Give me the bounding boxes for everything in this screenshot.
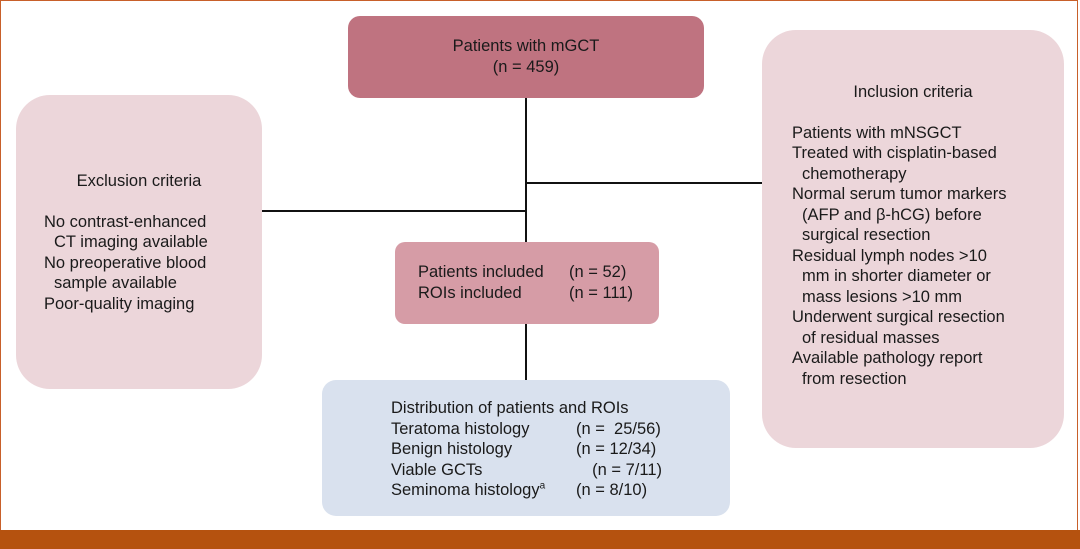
distribution-count: (n = 7/11) xyxy=(592,460,662,479)
inclusion-item-line: Residual lymph nodes >10 xyxy=(792,246,987,265)
footnote-marker: a xyxy=(539,480,546,492)
included-count: (n = 111) xyxy=(569,283,634,302)
distribution-count: (n = 8/10) xyxy=(576,481,648,499)
inclusion-item-line: mm in shorter diameter or xyxy=(802,267,991,285)
connector-middle-to-distribution xyxy=(525,324,527,380)
exclusion-item: No preoperative blood sample available xyxy=(44,253,262,294)
distribution-label: Seminoma histology xyxy=(391,481,540,499)
patients-total-box: Patients with mGCT (n = 459) xyxy=(348,16,704,98)
included-row: Patients included (n = 52) xyxy=(418,262,659,283)
included-label: ROIs included xyxy=(418,283,522,302)
inclusion-item-line: (AFP and β-hCG) before xyxy=(802,205,982,224)
inclusion-item-line: Underwent surgical resection xyxy=(792,308,1005,326)
connector-top-to-middle xyxy=(525,98,527,242)
exclusion-item-line: Poor-quality imaging xyxy=(44,294,195,313)
included-count: (n = 52) xyxy=(569,263,627,281)
distribution-row: Seminoma histologya (n = 8/10) xyxy=(391,480,730,501)
inclusion-item: Treated with cisplatin-based chemotherap… xyxy=(792,143,1064,184)
inclusion-item-line: surgical resection xyxy=(802,226,931,244)
exclusion-heading: Exclusion criteria xyxy=(76,172,202,190)
inclusion-item: Patients with mNSGCT xyxy=(792,123,1064,144)
inclusion-item-line: from resection xyxy=(802,369,907,388)
distribution-label: Benign histology xyxy=(391,440,513,458)
distribution-box: Distribution of patients and ROIs Terato… xyxy=(322,380,730,516)
inclusion-item-line: mass lesions >10 mm xyxy=(802,287,963,306)
inclusion-item-line: chemotherapy xyxy=(802,164,907,183)
inclusion-item-line: Treated with cisplatin-based xyxy=(792,144,997,162)
distribution-row: Teratoma histology (n = 25/56) xyxy=(391,419,730,440)
exclusion-item-line: sample available xyxy=(54,274,177,292)
included-row: ROIs included (n = 111) xyxy=(418,283,659,304)
inclusion-item: Normal serum tumor markers (AFP and β-hC… xyxy=(792,184,1064,246)
inclusion-item-line: of residual masses xyxy=(802,328,940,347)
exclusion-criteria-box: Exclusion criteria No contrast-enhanced … xyxy=(16,95,262,389)
patients-total-title: Patients with mGCT xyxy=(452,37,600,55)
inclusion-item: Underwent surgical resection of residual… xyxy=(792,307,1064,348)
distribution-label: Teratoma histology xyxy=(391,419,530,438)
patients-total-count: (n = 459) xyxy=(492,57,560,76)
exclusion-item: No contrast-enhanced CT imaging availabl… xyxy=(44,212,262,253)
inclusion-item: Available pathology report from resectio… xyxy=(792,348,1064,389)
inclusion-heading: Inclusion criteria xyxy=(853,83,973,101)
distribution-heading: Distribution of patients and ROIs xyxy=(391,399,629,417)
distribution-label: Viable GCTs xyxy=(391,460,483,479)
exclusion-item-line: CT imaging available xyxy=(54,233,208,251)
exclusion-item-line: No contrast-enhanced xyxy=(44,212,207,231)
included-box: Patients included (n = 52) ROIs included… xyxy=(395,242,659,324)
connector-to-inclusion xyxy=(526,182,762,184)
distribution-row: Benign histology (n = 12/34) xyxy=(391,439,730,460)
exclusion-item-line: No preoperative blood xyxy=(44,253,207,272)
inclusion-item-line: Normal serum tumor markers xyxy=(792,185,1007,203)
included-label: Patients included xyxy=(418,263,544,281)
inclusion-criteria-box: Inclusion criteria Patients with mNSGCT … xyxy=(762,30,1064,448)
distribution-count: (n = 12/34) xyxy=(576,440,657,458)
exclusion-item: Poor-quality imaging xyxy=(44,294,262,315)
distribution-row: Viable GCTs (n = 7/11) xyxy=(391,460,730,481)
inclusion-item-line: Patients with mNSGCT xyxy=(792,123,962,142)
distribution-count: (n = 25/56) xyxy=(576,419,661,438)
inclusion-item: Residual lymph nodes >10 mm in shorter d… xyxy=(792,246,1064,308)
inclusion-item-line: Available pathology report xyxy=(792,349,983,367)
figure-frame xyxy=(0,0,1078,530)
footer-bar xyxy=(0,530,1080,549)
connector-to-exclusion xyxy=(262,210,526,212)
